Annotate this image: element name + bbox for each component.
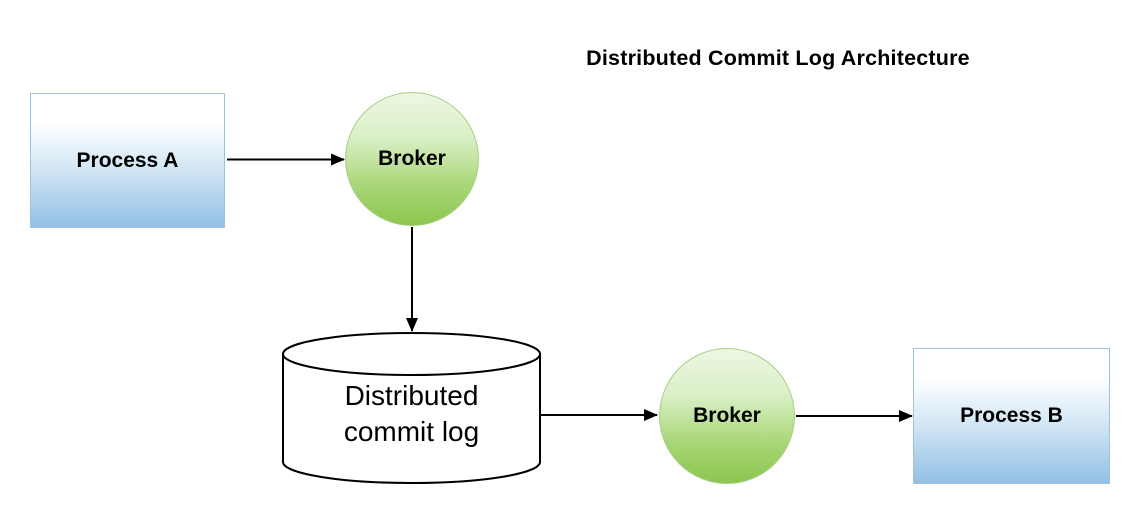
node-process-b: Process B [913, 348, 1110, 484]
node-broker-2: Broker [659, 348, 795, 484]
node-process-a-label: Process A [76, 148, 179, 172]
commit-log-label-line-1: Distributed [344, 380, 479, 411]
node-process-a: Process A [30, 93, 225, 228]
cylinder-body-shape [282, 354, 541, 484]
diagram-title: Distributed Commit Log Architecture [586, 46, 970, 70]
node-process-b-label: Process B [960, 404, 1063, 427]
node-broker-2-label: Broker [693, 404, 761, 427]
node-broker-1: Broker [345, 92, 479, 226]
node-commit-log-label: Distributed commit log [283, 378, 540, 450]
commit-log-label-line-2: commit log [343, 416, 480, 447]
cylinder-top-ellipse [282, 332, 541, 376]
node-broker-1-label: Broker [378, 147, 446, 170]
node-commit-log-cylinder [282, 332, 541, 484]
